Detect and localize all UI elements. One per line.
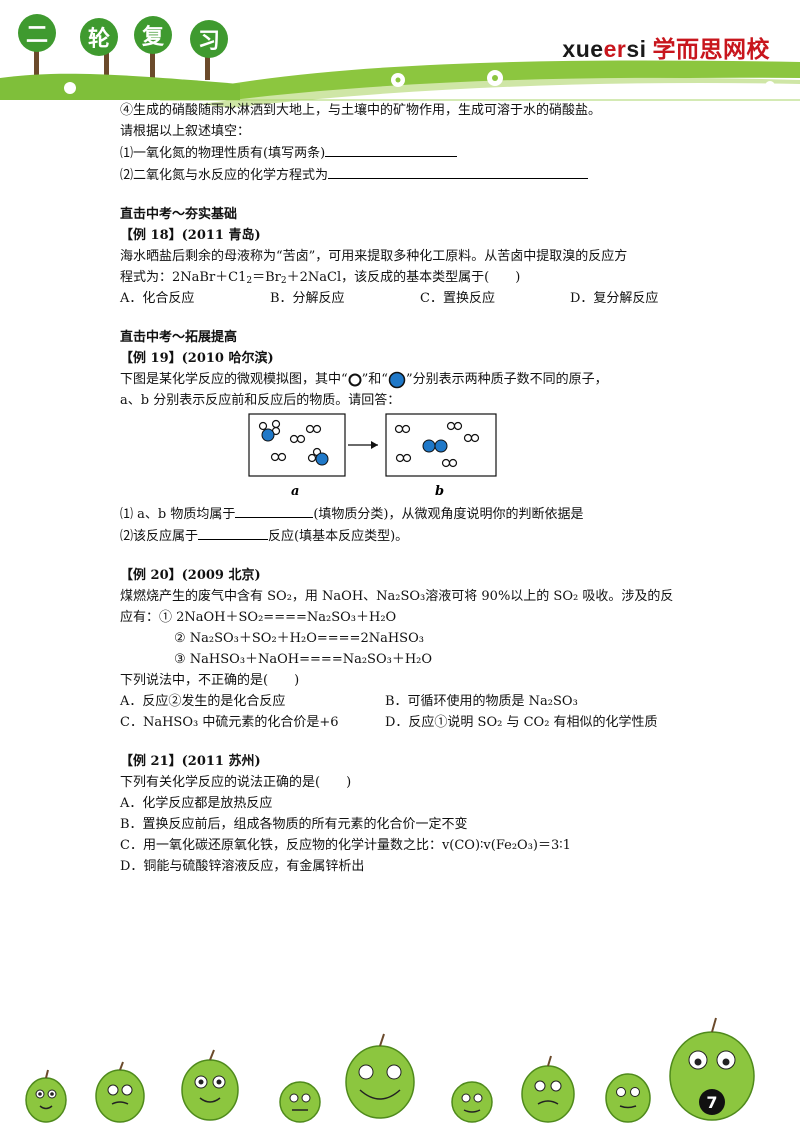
page-footer: 7 [0, 990, 800, 1132]
white-atom-icon [348, 373, 362, 386]
series-char: 习 [190, 20, 228, 58]
ex18-equation: 程式为：2NaBr＋C12＝Br2＋2NaCl，该反成的基本类型属于( ) [120, 270, 521, 286]
ex20-eq2: ② Na₂SO₃＋SO₂＋H₂O====2NaHSO₃ [174, 631, 424, 646]
series-char: 二 [18, 14, 56, 52]
ex21-question: 下列有关化学反应的说法正确的是( ) [120, 775, 352, 790]
ex18-text: 海水晒盐后剩余的母液称为“苦卤”，可用来提取多种化工原料。从苦卤中提取溴的反应方 [120, 249, 628, 264]
ex20-options-row2: C．NaHSO₃ 中硫元素的化合价是+6 D．反应①说明 SO₂ 与 CO₂ 有… [120, 712, 690, 733]
answer-blank[interactable] [328, 164, 589, 179]
ex18-options: A．化合反应 B．分解反应 C．置换反应 D．复分解反应 [120, 288, 690, 309]
section-heading: 直击中考～拓展提高 [120, 330, 238, 345]
option-d[interactable]: D．反应①说明 SO₂ 与 CO₂ 有相似的化学性质 [385, 715, 658, 730]
document-body: ④生成的硝酸随雨水淋洒到大地上，与土壤中的矿物作用，生成可溶于水的硝酸盐。 请根… [120, 100, 690, 877]
ex19-text: a、b 分别表示反应前和反应后的物质。请回答： [120, 393, 401, 408]
tree-icon [34, 46, 210, 80]
ex20-options-row1: A．反应②发生的是化合反应 B．可循环使用的物质是 Na₂SO₃ [120, 691, 690, 712]
ex20-eq3: ③ NaHSO₃＋NaOH====Na₂SO₃＋H₂O [174, 652, 433, 667]
ex19-q1: ⑴ a、b 物质均属于(填物质分类)，从微观角度说明你的判断依据是 [120, 503, 690, 525]
option-d[interactable]: D．复分解反应 [570, 291, 659, 306]
answer-blank[interactable] [235, 503, 314, 518]
molecule-diagram: a b [248, 413, 497, 499]
label-a: a [291, 484, 299, 499]
series-char: 复 [134, 16, 172, 54]
example-label: 【例 19】(2010 哈尔滨) [120, 351, 274, 366]
option-c[interactable]: C．用一氧化碳还原氧化铁，反应物的化学计量数之比：v(CO)∶v(Fe₂O₃)＝… [120, 838, 571, 853]
example-label: 【例 18】(2011 青岛) [120, 228, 261, 243]
blue-atom-icon [388, 371, 406, 388]
page-number: 7 [706, 1093, 717, 1112]
option-a[interactable]: A．反应②发生的是化合反应 [120, 694, 286, 709]
section-heading: 直击中考～夯实基础 [120, 207, 238, 222]
option-a[interactable]: A．化学反应都是放热反应 [120, 796, 273, 811]
ex19-q2: ⑵该反应属于反应(填基本反应类型)。 [120, 525, 690, 547]
example-label: 【例 20】(2009 北京) [120, 568, 261, 583]
reaction-diagram: a b [120, 413, 690, 499]
answer-blank[interactable] [325, 142, 458, 157]
intro-prompt: 请根据以上叙述填空： [120, 124, 251, 139]
intro-q2: ⑵二氧化氮与水反应的化学方程式为 [120, 164, 690, 186]
option-c[interactable]: C．置换反应 [420, 291, 495, 306]
ex20-text: 煤燃烧产生的废气中含有 SO₂，用 NaOH、Na₂SO₃溶液可将 90%以上的… [120, 589, 674, 604]
ex19-text: 下图是某化学反应的微观模拟图，其中“”和“”分别表示两种质子数不同的原子， [120, 371, 608, 388]
label-b: b [435, 484, 444, 499]
ex20-eq1: 应有：① 2NaOH＋SO₂====Na₂SO₃＋H₂O [120, 610, 397, 625]
series-char: 轮 [80, 18, 118, 56]
option-b[interactable]: B．置换反应前后，组成各物质的所有元素的化合价一定不变 [120, 817, 468, 832]
option-c[interactable]: C．NaHSO₃ 中硫元素的化合价是+6 [120, 715, 339, 730]
intro-q1: ⑴一氧化氮的物理性质有(填写两条) [120, 142, 690, 164]
ex20-question: 下列说法中，不正确的是( ) [120, 673, 300, 688]
apple-mascots-art: 7 [25, 1017, 755, 1123]
example-label: 【例 21】(2011 苏州) [120, 754, 261, 769]
option-a[interactable]: A．化合反应 [120, 291, 195, 306]
option-b[interactable]: B．分解反应 [270, 291, 345, 306]
option-d[interactable]: D．铜能与硫酸锌溶液反应，有金属锌析出 [120, 859, 365, 874]
intro-line: ④生成的硝酸随雨水淋洒到大地上，与土壤中的矿物作用，生成可溶于水的硝酸盐。 [120, 103, 602, 118]
answer-blank[interactable] [198, 525, 269, 540]
option-b[interactable]: B．可循环使用的物质是 Na₂SO₃ [385, 694, 578, 709]
